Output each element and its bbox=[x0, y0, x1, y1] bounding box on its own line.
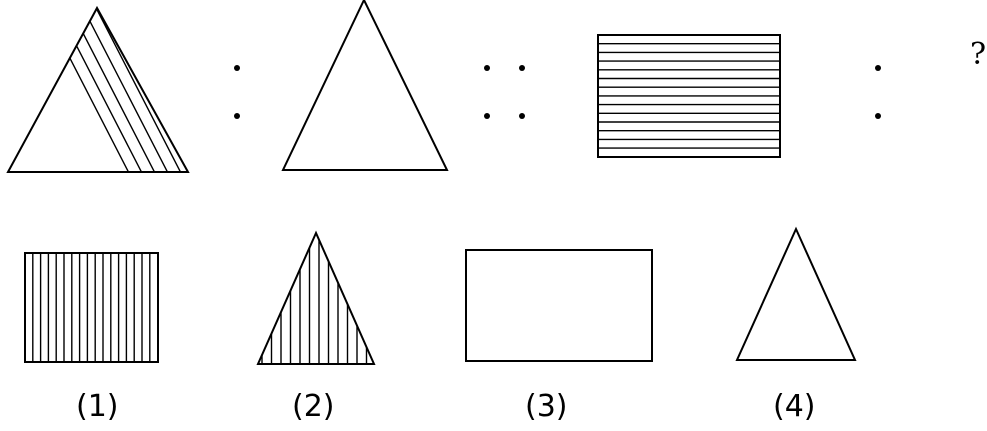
figure-a-hatch-line bbox=[143, 8, 188, 172]
option-4-label[interactable]: (4) bbox=[773, 389, 816, 424]
option-2-label[interactable]: (2) bbox=[292, 389, 335, 424]
option-1-outline bbox=[24, 252, 159, 363]
unknown-answer-mark: ? bbox=[970, 37, 987, 72]
option-1-vertical-hatched-rectangle[interactable] bbox=[24, 252, 159, 363]
figure-a-hatch-line bbox=[91, 8, 183, 172]
option-3-label[interactable]: (3) bbox=[525, 389, 568, 424]
option-2-outline bbox=[256, 230, 376, 365]
option-3-plain-rectangle[interactable] bbox=[465, 249, 653, 362]
option-2-vertical-hatched-triangle[interactable] bbox=[256, 230, 376, 365]
figure-a-hatch-line bbox=[78, 8, 170, 172]
figure-a-hatch-line bbox=[156, 8, 188, 172]
figure-b-plain-triangle bbox=[281, 0, 449, 171]
figure-a-outline bbox=[6, 5, 190, 173]
figure-a-hatch-line bbox=[65, 8, 157, 172]
ratio-double-colon bbox=[484, 65, 525, 119]
option-4-plain-triangle[interactable] bbox=[735, 226, 857, 361]
figure-a-hatch-line bbox=[117, 8, 188, 172]
figure-c-hatched-rectangle bbox=[597, 34, 781, 158]
figure-a-hatch-line bbox=[104, 8, 188, 172]
figure-c-outline bbox=[597, 34, 781, 158]
figure-a-hatch-line bbox=[169, 8, 188, 172]
option-1-label[interactable]: (1) bbox=[76, 389, 119, 424]
figure-a-hatched-triangle bbox=[6, 5, 190, 173]
figure-a-hatch-line bbox=[52, 8, 144, 172]
ratio-colon-1 bbox=[234, 65, 240, 119]
ratio-colon-2 bbox=[875, 65, 881, 119]
